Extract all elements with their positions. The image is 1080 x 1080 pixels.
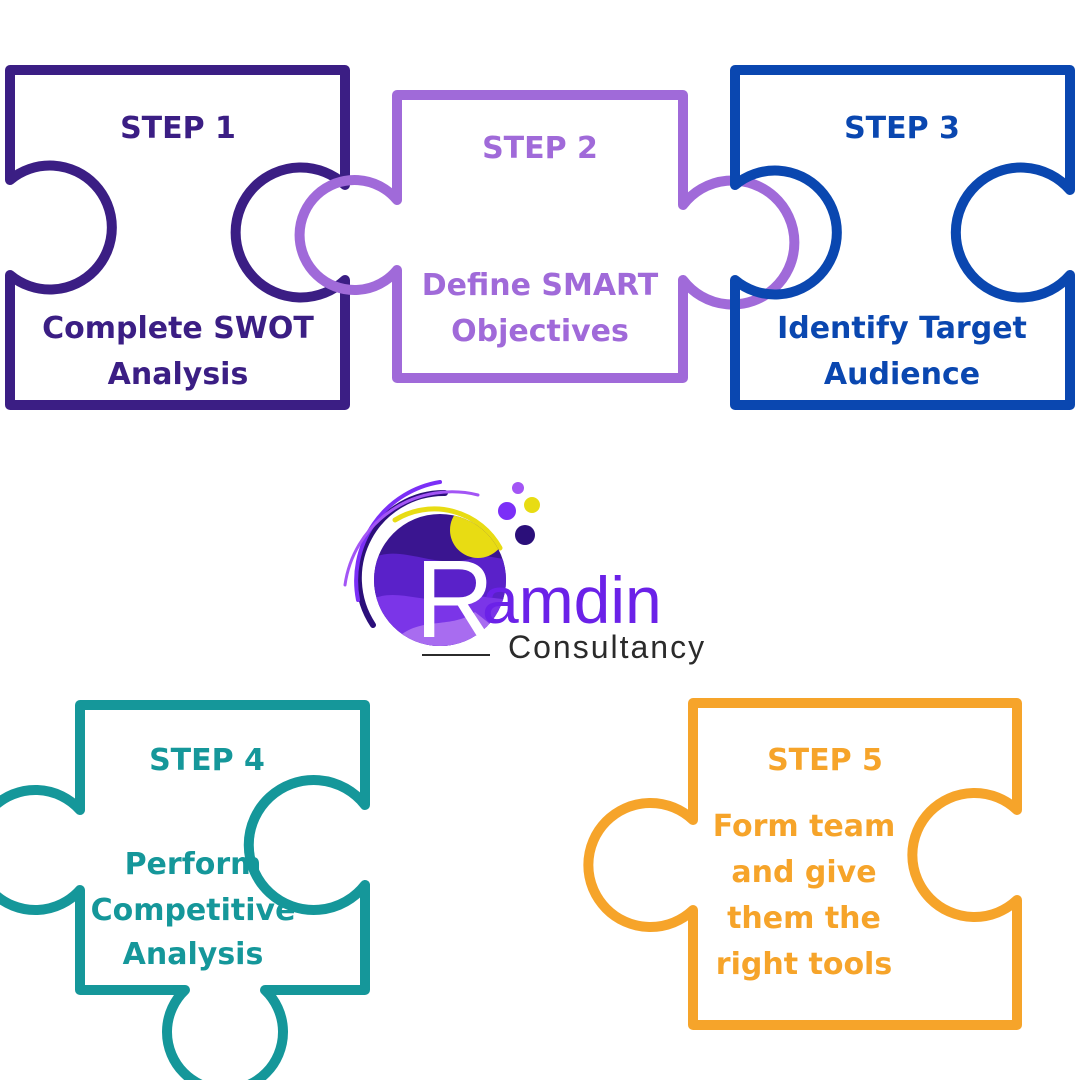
step-1-outline xyxy=(5,65,350,410)
logo-brand-name: amdin xyxy=(482,563,662,637)
step-3-piece: STEP 3 Identify Target Audience xyxy=(730,65,1075,410)
step-3-label: STEP 3 xyxy=(844,111,960,146)
step-2-piece: STEP 2 Define SMART Objectives xyxy=(294,90,800,383)
step-4-piece: STEP 4 Perform Competitive Analysis xyxy=(0,700,370,1080)
logo-subtitle: Consultancy xyxy=(508,629,706,665)
step-4-label: STEP 4 xyxy=(149,743,265,778)
step-1-desc-line-1: Complete SWOT xyxy=(42,311,314,346)
step-5-desc-line-1: Form team xyxy=(713,809,896,844)
step-1-label: STEP 1 xyxy=(120,111,236,146)
step-1-desc-line-2: Analysis xyxy=(108,357,249,392)
step-1-piece: STEP 1 Complete SWOT Analysis xyxy=(5,65,350,410)
step-3-desc-line-1: Identify Target xyxy=(777,311,1027,346)
step-2-desc-line-1: Define SMART xyxy=(422,268,659,303)
logo-initial: R xyxy=(415,538,494,661)
step-5-desc-line-3: them the xyxy=(727,901,881,936)
step-4-desc-line-1: Perform xyxy=(125,847,262,882)
step-4-outline xyxy=(0,700,370,1080)
ramdin-logo: R amdin Consultancy xyxy=(343,480,706,665)
step-5-desc-line-4: right tools xyxy=(716,947,892,982)
step-2-outline xyxy=(294,90,800,383)
step-5-piece: STEP 5 Form team and give them the right… xyxy=(583,698,1022,1030)
step-5-label: STEP 5 xyxy=(767,743,883,778)
step-4-desc-line-2: Competitive xyxy=(91,893,296,928)
step-5-desc-line-2: and give xyxy=(731,855,876,890)
step-4-desc-line-3: Analysis xyxy=(123,937,264,972)
orbit-arcs-icon xyxy=(343,480,503,628)
step-3-desc-line-2: Audience xyxy=(824,357,980,392)
step-3-outline xyxy=(730,65,1075,410)
step-2-label: STEP 2 xyxy=(482,131,598,166)
dots-icon xyxy=(498,482,540,545)
step-5-outline xyxy=(583,698,1022,1030)
step-2-desc-line-2: Objectives xyxy=(451,314,629,349)
